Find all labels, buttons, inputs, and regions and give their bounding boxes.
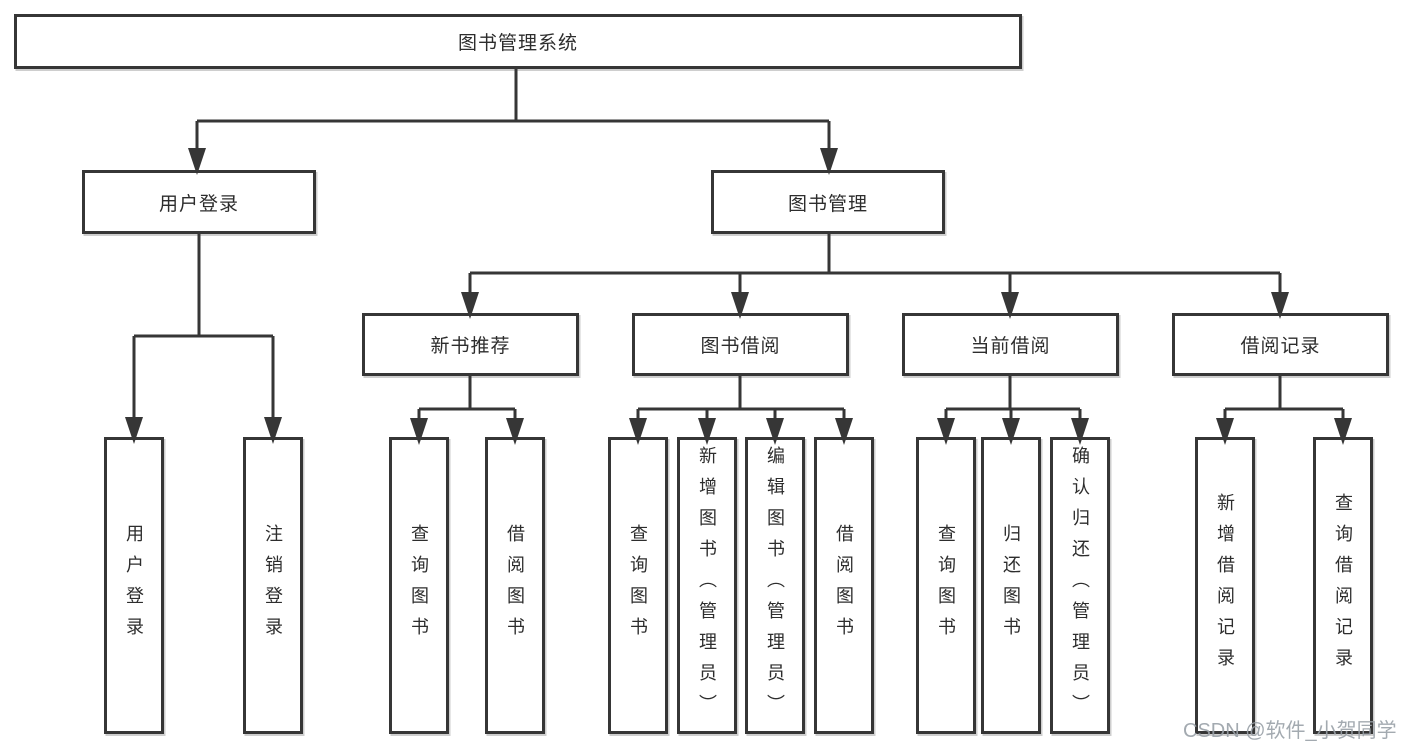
leaf-cb-confirm-return-admin: 确认归还（管理员） bbox=[1050, 437, 1110, 734]
node-new-book-recommend: 新书推荐 bbox=[362, 313, 579, 376]
node-new-book-recommend-label: 新书推荐 bbox=[430, 336, 511, 357]
leaf-cb-query-books-label: 查询图书 bbox=[936, 523, 956, 648]
leaf-user-login: 用户登录 bbox=[104, 437, 164, 734]
leaf-br-query-record: 查询借阅记录 bbox=[1313, 437, 1373, 734]
leaf-nb-query-books: 查询图书 bbox=[389, 437, 449, 734]
leaf-cb-return-books: 归还图书 bbox=[981, 437, 1041, 734]
node-borrowing-records-label: 借阅记录 bbox=[1240, 336, 1321, 357]
leaf-bb-add-books-admin: 新增图书（管理员） bbox=[677, 437, 737, 734]
node-root: 图书管理系统 bbox=[14, 14, 1022, 69]
leaf-nb-borrow-books: 借阅图书 bbox=[485, 437, 545, 734]
leaf-nb-borrow-books-label: 借阅图书 bbox=[505, 523, 525, 648]
leaf-logout: 注销登录 bbox=[243, 437, 303, 734]
node-user-login: 用户登录 bbox=[82, 170, 316, 234]
leaf-cb-confirm-return-admin-label: 确认归还（管理员） bbox=[1070, 446, 1090, 725]
leaf-bb-borrow-books-label: 借阅图书 bbox=[834, 523, 854, 648]
node-borrowing-records: 借阅记录 bbox=[1172, 313, 1389, 376]
leaf-cb-return-books-label: 归还图书 bbox=[1001, 523, 1021, 648]
leaf-bb-edit-books-admin-label: 编辑图书（管理员） bbox=[765, 446, 785, 725]
node-book-management: 图书管理 bbox=[711, 170, 945, 234]
node-user-login-label: 用户登录 bbox=[158, 193, 239, 215]
leaf-logout-label: 注销登录 bbox=[263, 523, 283, 648]
leaf-br-query-record-label: 查询借阅记录 bbox=[1333, 492, 1353, 679]
node-book-management-label: 图书管理 bbox=[787, 193, 868, 215]
node-book-borrowing: 图书借阅 bbox=[632, 313, 849, 376]
leaf-bb-borrow-books: 借阅图书 bbox=[814, 437, 874, 734]
leaf-br-add-record: 新增借阅记录 bbox=[1195, 437, 1255, 734]
leaf-nb-query-books-label: 查询图书 bbox=[409, 523, 429, 648]
node-root-label: 图书管理系统 bbox=[457, 33, 578, 54]
node-book-borrowing-label: 图书借阅 bbox=[700, 336, 781, 357]
csdn-watermark: CSDN @软件_小贺同学 bbox=[1183, 720, 1397, 742]
node-current-borrowing: 当前借阅 bbox=[902, 313, 1119, 376]
leaf-bb-edit-books-admin: 编辑图书（管理员） bbox=[745, 437, 805, 734]
leaf-cb-query-books: 查询图书 bbox=[916, 437, 976, 734]
leaf-user-login-label: 用户登录 bbox=[124, 523, 144, 648]
node-current-borrowing-label: 当前借阅 bbox=[970, 336, 1051, 357]
leaf-bb-add-books-admin-label: 新增图书（管理员） bbox=[697, 446, 717, 725]
leaf-bb-query-books: 查询图书 bbox=[608, 437, 668, 734]
leaf-br-add-record-label: 新增借阅记录 bbox=[1215, 492, 1235, 679]
leaf-bb-query-books-label: 查询图书 bbox=[628, 523, 648, 648]
